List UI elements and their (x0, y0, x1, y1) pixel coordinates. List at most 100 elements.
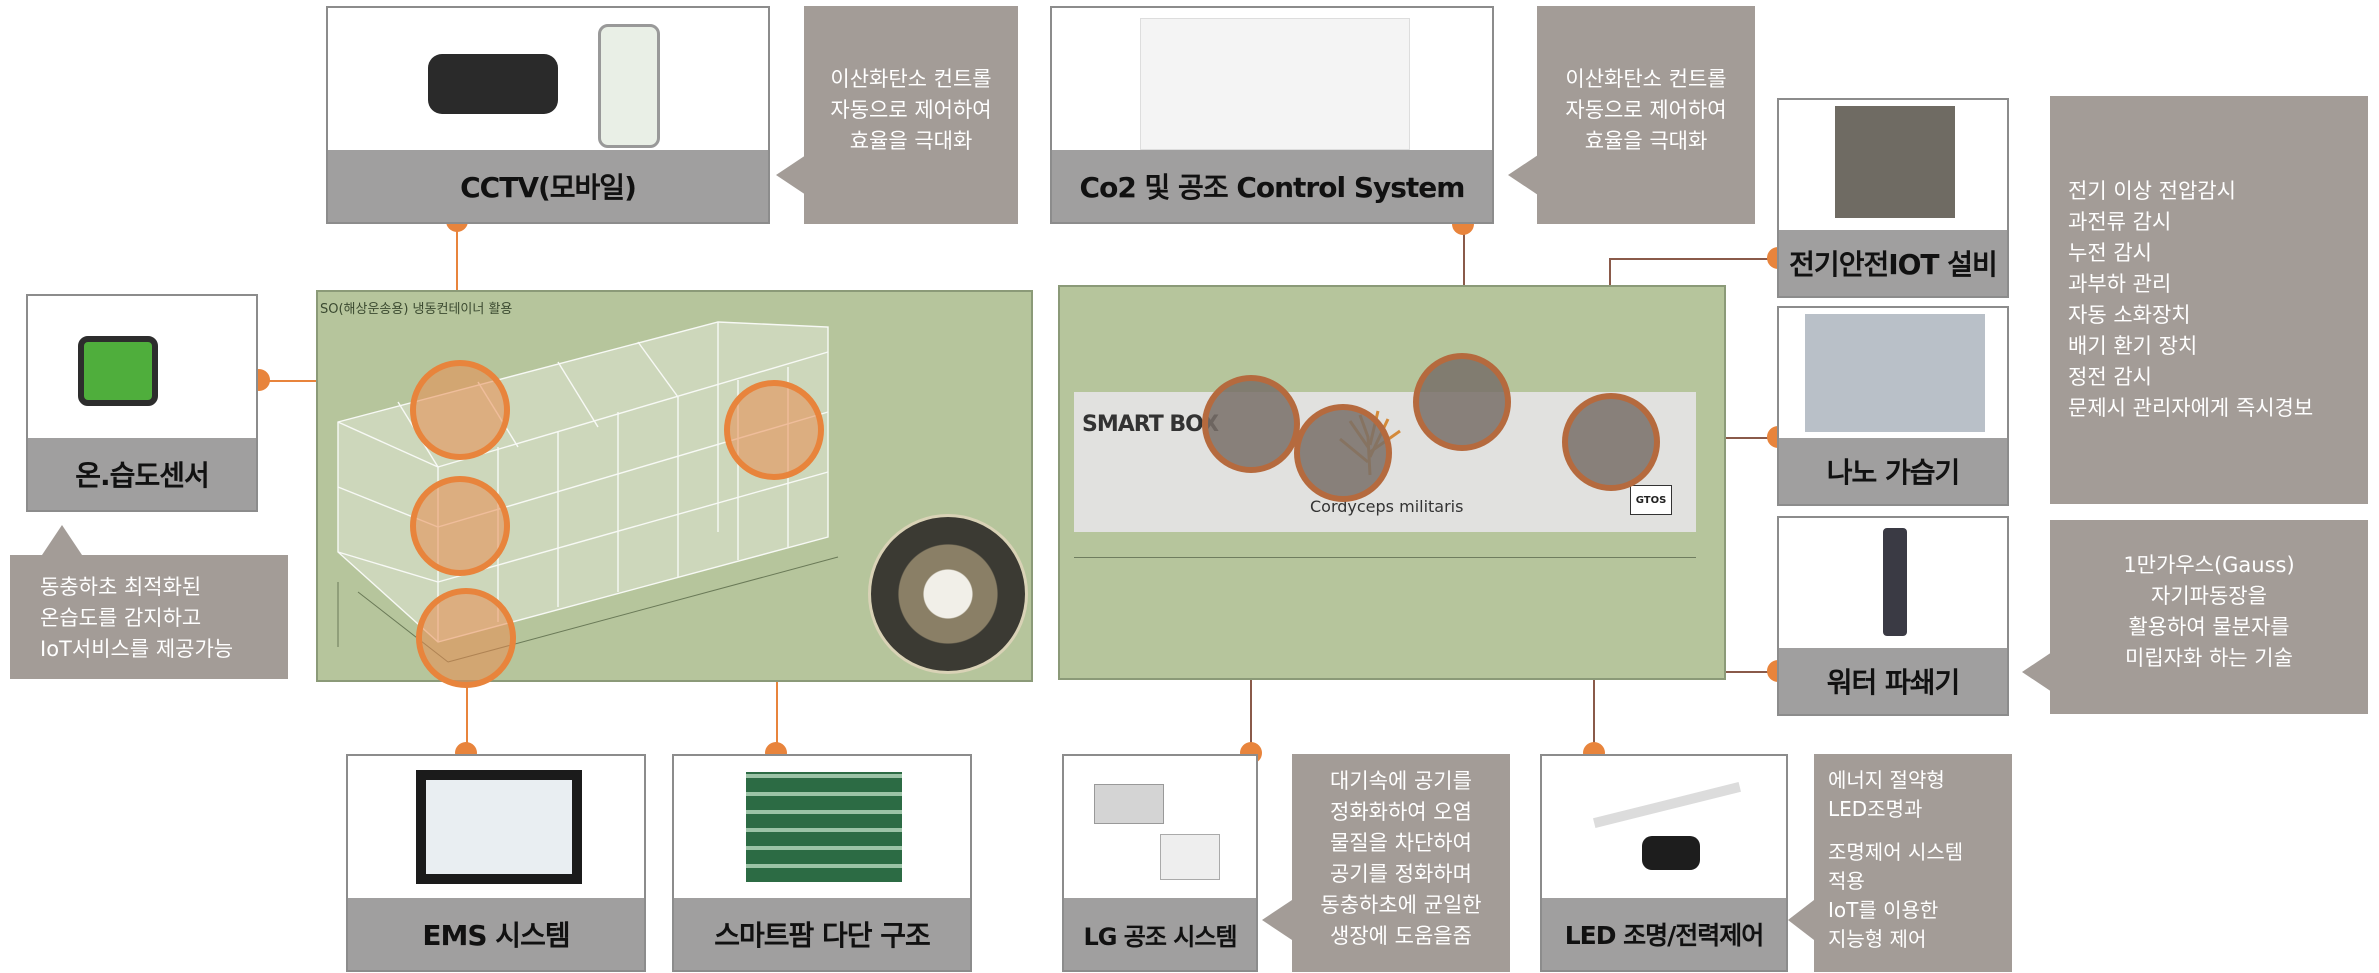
led-note: 에너지 절약형 LED조명과 조명제어 시스템 적용 IoT를 이용한 지능형 … (1814, 754, 2012, 972)
note-line: 효율을 극대화 (849, 129, 973, 153)
elec-note: 전기 이상 전압감시 과전류 감시 누전 감시 과부하 관리 자동 소화장치 배… (2050, 96, 2368, 504)
controller-icon (1642, 836, 1700, 870)
note-line: 자동으로 제어하여 (1565, 98, 1727, 122)
sensor-device-image (58, 306, 228, 426)
co2-note: 이산화탄소 컨트롤 자동으로 제어하여 효율을 극대화 (1537, 6, 1755, 224)
farm-caption: 스마트팜 다단 구조 (674, 898, 970, 970)
note-line: 문제시 관리자에게 즉시경보 (2068, 396, 2314, 420)
water-card: 워터 파쇄기 (1777, 516, 2009, 716)
connector-line (466, 640, 468, 752)
note-line: 정전 감시 (2068, 365, 2152, 389)
ems-card: EMS 시스템 (346, 754, 646, 972)
note-line: 온습도를 감지하고 (40, 606, 202, 630)
note-tail (1262, 900, 1292, 940)
note-line: 정화화하여 오염 (1330, 800, 1472, 824)
note-line: 자기파동장을 (2151, 584, 2267, 608)
water-caption: 워터 파쇄기 (1779, 648, 2007, 714)
elec-caption: 전기안전IOT 설비 (1779, 230, 2007, 296)
dimension-line (1074, 557, 1696, 558)
cctv-caption: CCTV(모바일) (328, 150, 768, 222)
note-line: IoT를 이용한 (1828, 898, 1939, 922)
note-tail (1508, 155, 1538, 195)
co2-card: Co2 및 공조 Control System (1050, 6, 1494, 224)
note-line: 동충하초에 균일한 (1320, 893, 1482, 917)
highlight-ring (410, 476, 510, 576)
sensor-note: 동충하초 최적화된 온습도를 감지하고 IoT서비스를 제공가능 (10, 555, 288, 679)
note-line: 적용 (1828, 869, 1865, 893)
ems-caption: EMS 시스템 (348, 898, 644, 970)
ac-unit-icon (1094, 784, 1164, 824)
cctv-camera-image (398, 14, 698, 154)
note-tail (42, 525, 82, 555)
note-line: 1만가우스(Gauss) (2123, 553, 2295, 577)
note-line: 조명제어 시스템 (1828, 840, 1964, 864)
sensor-icon (78, 336, 158, 406)
note-line: 활용하여 물분자를 (2128, 615, 2290, 639)
note-line: 이산화탄소 컨트롤 (830, 67, 992, 91)
note-line: 에너지 절약형 (1828, 768, 1945, 792)
outdoor-unit-icon (1160, 834, 1220, 880)
note-line: 효율을 극대화 (1584, 129, 1708, 153)
note-line: LED조명과 (1828, 797, 1923, 821)
farm-shelves-image (746, 772, 902, 882)
note-line: 전기 이상 전압감시 (2068, 179, 2236, 203)
cctv-note: 이산화탄소 컨트롤 자동으로 제어하여 효율을 극대화 (804, 6, 1018, 224)
lg-card: LG 공조 시스템 (1062, 754, 1258, 972)
container-title: SO(해상운송용) 냉동컨테이너 활용 (320, 302, 513, 317)
species-label: Cordyceps militaris (1310, 497, 1464, 516)
connector-line (1609, 258, 1779, 260)
highlight-ring (724, 380, 824, 480)
co2-caption: Co2 및 공조 Control System (1052, 150, 1492, 222)
note-line: 대기속에 공기를 (1330, 769, 1472, 793)
smartbox-label: SMART BOX (1082, 412, 1219, 437)
note-line: 과전류 감시 (2068, 210, 2172, 234)
note-tail (776, 155, 806, 195)
highlight-ring (1202, 375, 1300, 473)
note-line: 지능형 제어 (1828, 927, 1927, 951)
highlight-ring (1413, 353, 1511, 451)
farm-card: 스마트팜 다단 구조 (672, 754, 972, 972)
note-line: 이산화탄소 컨트롤 (1565, 67, 1727, 91)
lg-caption: LG 공조 시스템 (1064, 898, 1256, 970)
elec-panel-image (1835, 106, 1955, 218)
led-caption: LED 조명/전력제어 (1542, 898, 1786, 970)
water-note: 1만가우스(Gauss) 자기파동장을 활용하여 물분자를 미립자화 하는 기술 (2050, 520, 2368, 714)
note-line: IoT서비스를 제공가능 (40, 637, 234, 661)
note-line: 동충하초 최적화된 (40, 575, 202, 599)
note-tail (2022, 652, 2052, 692)
note-line: 과부하 관리 (2068, 272, 2172, 296)
pipe-icon (1883, 528, 1907, 636)
screen-display (426, 780, 572, 874)
humidifier-image (1805, 314, 1985, 432)
lg-note: 대기속에 공기를 정화화하여 오염 물질을 차단하여 공기를 정화하며 동충하초… (1292, 754, 1510, 972)
note-line (1828, 824, 1998, 838)
sensor-caption: 온.습도센서 (28, 438, 256, 510)
note-line: 누전 감시 (2068, 241, 2152, 265)
container-interior-photo (868, 514, 1028, 674)
led-card: LED 조명/전력제어 (1540, 754, 1788, 972)
ems-screen-image (416, 770, 582, 884)
highlight-ring (410, 360, 510, 460)
note-tail (1788, 900, 1814, 940)
sensor-card: 온.습도센서 (26, 294, 258, 512)
highlight-ring (1294, 404, 1392, 502)
led-tube-icon (1593, 782, 1741, 828)
elec-card: 전기안전IOT 설비 (1777, 98, 2009, 298)
note-line: 미립자화 하는 기술 (2125, 646, 2293, 670)
phone-icon (598, 24, 660, 148)
led-lamp-image (1582, 770, 1752, 884)
cctv-card: CCTV(모바일) (326, 6, 770, 224)
lg-ac-image (1090, 774, 1234, 884)
highlight-ring (1562, 393, 1660, 491)
nano-card: 나노 가습기 (1777, 306, 2009, 506)
nano-caption: 나노 가습기 (1779, 438, 2007, 504)
note-line: 배기 환기 장치 (2068, 334, 2198, 358)
note-line: 물질을 차단하여 (1330, 831, 1472, 855)
water-device-image (1865, 524, 1925, 642)
note-line: 생장에 도움을줌 (1330, 924, 1472, 948)
camera-icon (428, 54, 558, 114)
note-line: 공기를 정화하며 (1330, 862, 1472, 886)
note-line: 자동으로 제어하여 (830, 98, 992, 122)
note-line: 자동 소화장치 (2068, 303, 2191, 327)
gtos-logo: GTOS (1630, 485, 1672, 515)
